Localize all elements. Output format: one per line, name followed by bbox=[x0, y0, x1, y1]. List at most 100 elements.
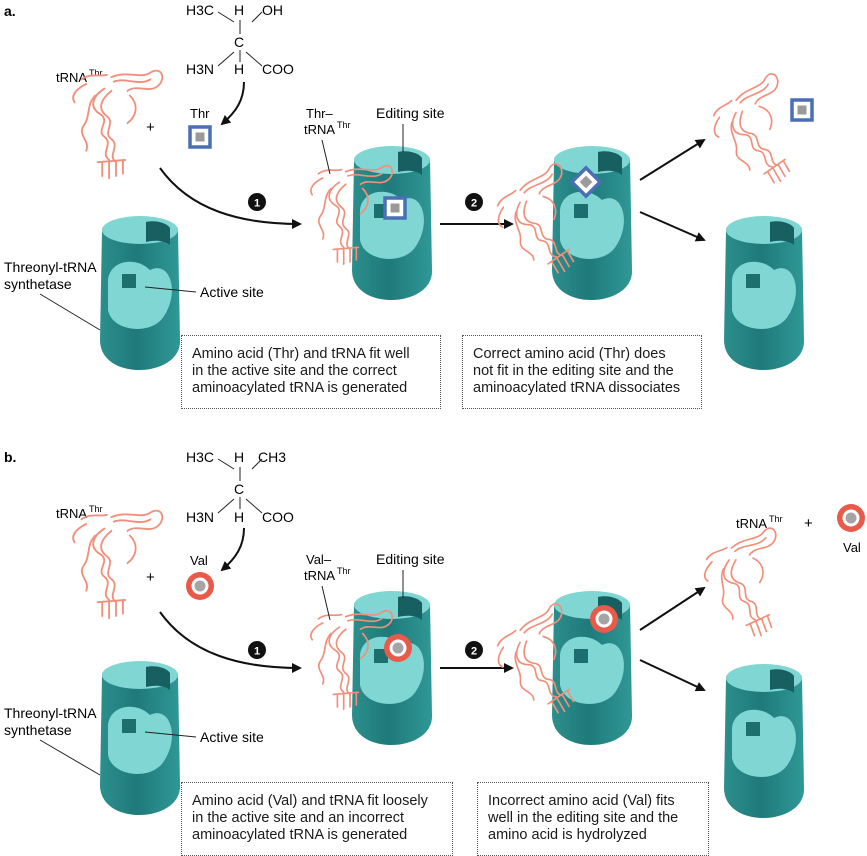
formula-to-aa-arrow-b bbox=[220, 527, 245, 572]
synthetase-enzyme-icon bbox=[724, 664, 805, 819]
formula-h3c: H3C bbox=[186, 2, 214, 18]
step-badge-1b bbox=[248, 641, 266, 659]
caption-line: well in the editing site and the bbox=[488, 810, 679, 826]
active-site-label-b: Active site bbox=[200, 729, 264, 745]
synthetase-enzyme-icon bbox=[100, 216, 181, 371]
enzyme-leader-line bbox=[39, 293, 101, 331]
step-badge-2a bbox=[465, 193, 483, 211]
step-badge-2b bbox=[465, 641, 483, 659]
editing-site-label-b: Editing site bbox=[376, 551, 445, 567]
enzyme-leader-line-b bbox=[39, 739, 101, 776]
aa-label-thr: Thr bbox=[190, 106, 210, 121]
charged-label-line1-a: Thr– bbox=[306, 106, 334, 121]
reaction-arrow-icon bbox=[159, 611, 302, 673]
product-val-label: Val bbox=[843, 540, 861, 555]
trna-label-b: tRNA bbox=[56, 506, 87, 521]
formula-h3n-b: H3N bbox=[186, 509, 214, 525]
charged-label-line2-b: tRNA bbox=[304, 568, 335, 583]
charged-label-line1-b: Val– bbox=[306, 552, 332, 567]
formula-c-b: C bbox=[234, 481, 244, 497]
enzyme-label-line2-b: synthetase bbox=[4, 722, 72, 738]
caption-line: aminoacylated tRNA is generated bbox=[192, 380, 408, 396]
caption-line: aminoacylated tRNA is generated bbox=[192, 827, 408, 843]
caption-line: not fit in the editing site and the bbox=[473, 363, 674, 379]
caption-b-step2: Incorrect amino acid (Val) fits well in … bbox=[477, 782, 709, 856]
charged-leader-b bbox=[321, 585, 331, 621]
val-ring-icon bbox=[590, 605, 618, 633]
plus-a: + bbox=[146, 119, 155, 136]
active-site-label-a: Active site bbox=[200, 284, 264, 300]
editing-site-label-a: Editing site bbox=[376, 105, 445, 121]
panel-b: b. H3C H CH3 C H3N H COO tRNA Thr + Val … bbox=[4, 449, 865, 819]
enzyme-label-line2: synthetase bbox=[4, 276, 72, 292]
product-trna-label: tRNA bbox=[736, 516, 767, 531]
formula-h-bot: H bbox=[234, 61, 244, 77]
panel-a-label: a. bbox=[4, 3, 16, 19]
caption-line: Amino acid (Thr) and tRNA fit well bbox=[192, 346, 410, 362]
reaction-arrow-icon bbox=[159, 167, 302, 229]
trna-label-a: tRNA bbox=[56, 70, 87, 85]
charged-label-line2-a: tRNA bbox=[304, 122, 335, 137]
active-site-leader-a bbox=[144, 286, 197, 293]
formula-h-bot-b: H bbox=[234, 509, 244, 525]
valine-structural-formula: H3C H CH3 C H3N H COO bbox=[186, 449, 294, 525]
formula-coo: COO bbox=[262, 61, 294, 77]
caption-line: Correct amino acid (Thr) does bbox=[473, 346, 666, 362]
threonine-structural-formula: H3C H OH C H3N H COO bbox=[186, 2, 294, 77]
caption-line: Amino acid (Val) and tRNA fit loosely bbox=[192, 793, 428, 809]
charged-sup-a: Thr bbox=[337, 120, 351, 130]
product-plus: + bbox=[804, 515, 813, 532]
step-badge-1a bbox=[248, 193, 266, 211]
synthetase-enzyme-icon bbox=[724, 216, 805, 371]
formula-h3c-b: H3C bbox=[186, 449, 214, 465]
formula-right-group: OH bbox=[262, 2, 283, 18]
formula-h-top-b: H bbox=[234, 449, 244, 465]
formula-h-top: H bbox=[234, 2, 244, 18]
step-number-1b: 1 bbox=[254, 646, 260, 658]
thr-square-icon bbox=[383, 196, 407, 220]
thr-square-icon bbox=[790, 98, 814, 122]
caption-line: aminoacylated tRNA dissociates bbox=[473, 380, 681, 396]
step-number-2a: 2 bbox=[471, 198, 477, 210]
trna-ribbon-icon bbox=[695, 525, 808, 648]
formula-c: C bbox=[234, 34, 244, 50]
trna-ribbon-icon bbox=[702, 71, 824, 199]
step-number-1a: 1 bbox=[254, 198, 260, 210]
reaction-arrow-icon bbox=[639, 211, 706, 242]
panel-b-label: b. bbox=[4, 449, 16, 465]
caption-line: in the active site and an incorrect bbox=[192, 810, 404, 826]
caption-line: in the active site and the correct bbox=[192, 363, 397, 379]
aa-label-val: Val bbox=[190, 553, 208, 568]
caption-line: amino acid is hydrolyzed bbox=[488, 827, 647, 843]
charged-sup-b: Thr bbox=[337, 566, 351, 576]
trna-sup-b: Thr bbox=[89, 504, 103, 514]
product-trna-sup: Thr bbox=[769, 514, 783, 524]
val-ring-icon bbox=[384, 634, 412, 662]
synthetase-enzyme-icon bbox=[100, 661, 181, 816]
val-ring-icon bbox=[186, 572, 214, 600]
reaction-arrow-icon bbox=[639, 138, 706, 181]
formula-to-aa-arrow bbox=[220, 81, 245, 126]
formula-right-group-b: CH3 bbox=[258, 449, 286, 465]
synthetase-enzyme-icon bbox=[552, 146, 633, 301]
caption-a-step2: Correct amino acid (Thr) does not fit in… bbox=[462, 335, 702, 409]
active-site-leader-b bbox=[144, 731, 197, 738]
formula-bonds-b bbox=[217, 458, 263, 514]
formula-bonds bbox=[217, 11, 263, 67]
caption-a-step1: Amino acid (Thr) and tRNA fit well in th… bbox=[181, 335, 441, 409]
caption-line: Incorrect amino acid (Val) fits bbox=[488, 793, 675, 809]
formula-coo-b: COO bbox=[262, 509, 294, 525]
trna-ribbon-icon bbox=[72, 509, 164, 620]
formula-h3n: H3N bbox=[186, 61, 214, 77]
step-number-2b: 2 bbox=[471, 646, 477, 658]
charged-leader-a bbox=[321, 139, 331, 175]
reaction-arrow-icon bbox=[639, 659, 706, 692]
reaction-arrow-icon bbox=[639, 586, 706, 631]
panel-a: a. H3C H OH C H3N H COO tRNA Thr + Thr T… bbox=[4, 2, 824, 371]
val-ring-icon bbox=[837, 504, 865, 532]
plus-b: + bbox=[146, 569, 155, 586]
trna-sup-a: Thr bbox=[89, 68, 103, 78]
enzyme-label-line1-b: Threonyl-tRNA bbox=[4, 705, 97, 721]
caption-b-step1: Amino acid (Val) and tRNA fit loosely in… bbox=[181, 782, 453, 856]
